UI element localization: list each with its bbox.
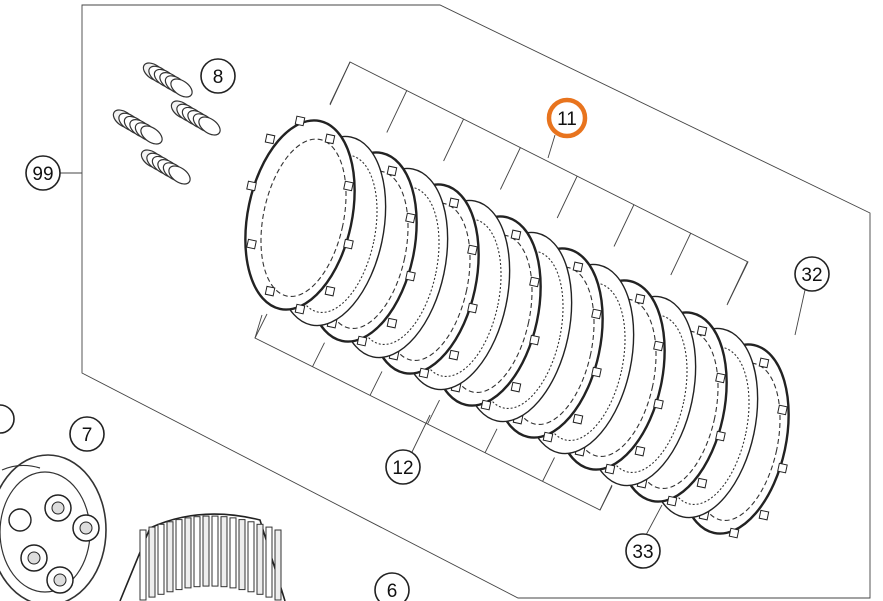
callout-32[interactable]: 32 bbox=[794, 256, 830, 292]
spring-icon bbox=[142, 62, 193, 98]
clutch-basket-icon bbox=[119, 513, 286, 601]
spring-icon bbox=[112, 109, 163, 145]
pressure-plate-icon bbox=[0, 454, 107, 601]
callout-11-highlighted[interactable]: 11 bbox=[546, 97, 588, 139]
callout-33[interactable]: 33 bbox=[625, 533, 661, 569]
kit-outline bbox=[81, 4, 871, 599]
friction-disc-icon bbox=[244, 115, 356, 315]
callout-6-label: 6 bbox=[387, 581, 398, 601]
callout-7[interactable]: 7 bbox=[69, 416, 105, 452]
callout-99-label: 99 bbox=[32, 164, 53, 185]
callout-11-label: 11 bbox=[557, 109, 577, 130]
callout-12-label: 12 bbox=[392, 458, 413, 479]
clutch-disc-stack bbox=[244, 115, 790, 539]
springs-group bbox=[112, 62, 221, 185]
callout-6[interactable]: 6 bbox=[374, 572, 410, 601]
callout-33-label: 33 bbox=[632, 542, 653, 563]
callout-99[interactable]: 99 bbox=[25, 155, 61, 191]
callout-8-label: 8 bbox=[213, 67, 224, 88]
callout-7-label: 7 bbox=[82, 425, 93, 446]
callout-12[interactable]: 12 bbox=[385, 449, 421, 485]
callout-8[interactable]: 8 bbox=[200, 58, 236, 94]
callout-partial-edge bbox=[0, 404, 15, 434]
callout-32-label: 32 bbox=[801, 265, 822, 286]
spring-icon bbox=[170, 100, 221, 136]
disc-guide-lines bbox=[254, 61, 749, 511]
spring-icon bbox=[140, 149, 191, 185]
